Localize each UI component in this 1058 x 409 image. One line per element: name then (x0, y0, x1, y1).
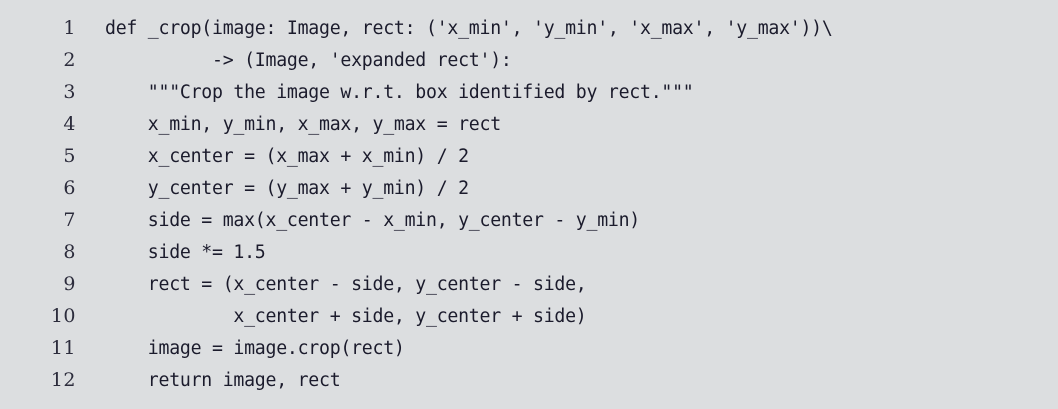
line-number: 1 (63, 17, 76, 39)
code-line: 11 image = image.crop(rect) (0, 332, 1058, 364)
line-code: -> (Image, 'expanded rect'): (105, 49, 512, 71)
code-line: 3 """Crop the image w.r.t. box identifie… (0, 76, 1058, 108)
code-line: 1 def _crop(image: Image, rect: ('x_min'… (0, 12, 1058, 44)
code-line: 12 return image, rect (0, 364, 1058, 396)
code-line: 4 x_min, y_min, x_max, y_max = rect (0, 108, 1058, 140)
line-number: 8 (63, 241, 76, 263)
line-code: """Crop the image w.r.t. box identified … (105, 81, 694, 103)
code-line: 5 x_center = (x_max + x_min) / 2 (0, 140, 1058, 172)
code-line: 9 rect = (x_center - side, y_center - si… (0, 268, 1058, 300)
line-code: x_center + side, y_center + side) (105, 305, 587, 327)
line-number: 2 (63, 49, 76, 71)
line-number: 4 (63, 113, 76, 135)
line-number: 11 (50, 337, 76, 359)
code-line: 2 -> (Image, 'expanded rect'): (0, 44, 1058, 76)
line-code: return image, rect (105, 369, 341, 391)
line-code: image = image.crop(rect) (105, 337, 405, 359)
line-number: 10 (50, 305, 76, 327)
line-code: side *= 1.5 (105, 241, 266, 263)
line-code: x_center = (x_max + x_min) / 2 (105, 145, 469, 167)
line-code: x_min, y_min, x_max, y_max = rect (105, 113, 501, 135)
line-number: 9 (63, 273, 76, 295)
line-code: def _crop(image: Image, rect: ('x_min', … (105, 17, 833, 39)
code-line: 10 x_center + side, y_center + side) (0, 300, 1058, 332)
code-line: 8 side *= 1.5 (0, 236, 1058, 268)
line-number: 7 (63, 209, 76, 231)
line-number: 6 (63, 177, 76, 199)
line-code: y_center = (y_max + y_min) / 2 (105, 177, 469, 199)
code-line: 7 side = max(x_center - x_min, y_center … (0, 204, 1058, 236)
line-code: rect = (x_center - side, y_center - side… (105, 273, 587, 295)
line-number: 12 (50, 369, 76, 391)
line-number: 3 (63, 81, 76, 103)
line-code: side = max(x_center - x_min, y_center - … (105, 209, 640, 231)
line-number: 5 (63, 145, 76, 167)
code-line: 6 y_center = (y_max + y_min) / 2 (0, 172, 1058, 204)
